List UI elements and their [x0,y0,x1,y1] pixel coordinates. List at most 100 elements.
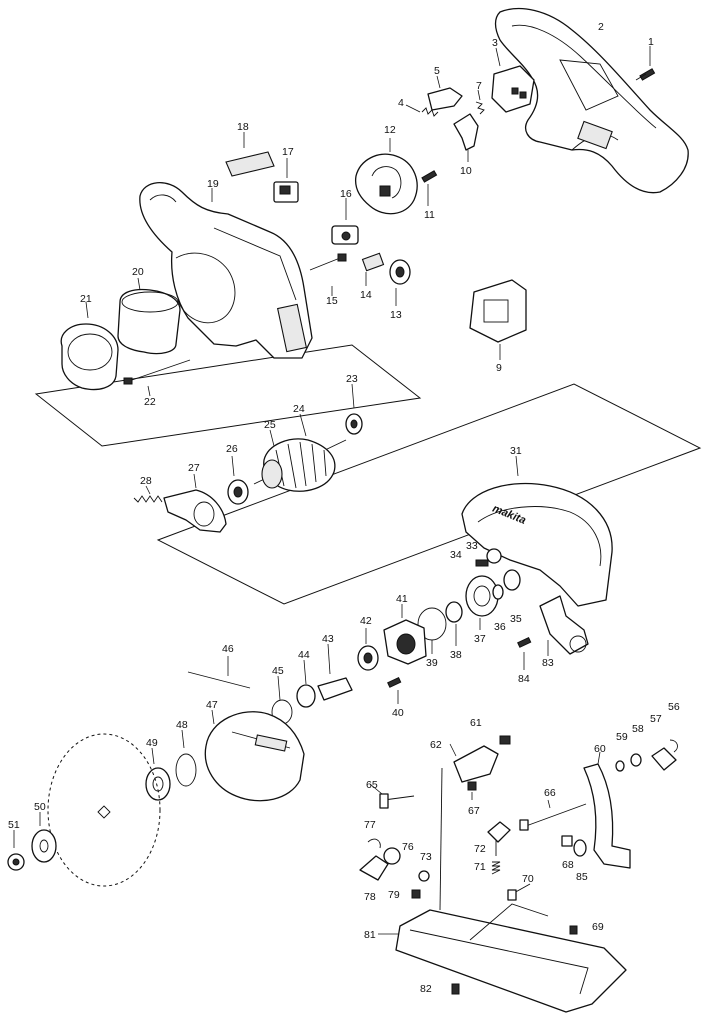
callout-33: 33 [466,540,478,552]
callout-84: 84 [518,673,530,685]
bearing-42 [357,628,379,671]
callout-14: 14 [360,289,372,301]
callout-48: 48 [176,719,188,731]
callout-34: 34 [450,549,462,561]
callout-17: 17 [282,146,294,158]
front-ring [60,301,119,391]
dust-nozzle [539,595,589,656]
callout-1: 1 [648,36,654,48]
connector [273,158,299,203]
screw-15 [309,253,347,296]
brush-holder [331,198,359,245]
callout-79: 79 [388,889,400,901]
screw-40 [387,676,402,704]
callout-49: 49 [146,737,158,749]
callout-16: 16 [340,188,352,200]
baffle-plate [163,473,227,533]
callout-24: 24 [293,403,305,415]
callout-39: 39 [426,657,438,669]
base-plate [378,903,627,1013]
callout-4: 4 [398,97,404,109]
callout-13: 13 [390,309,402,321]
switch-trigger [453,113,479,162]
callout-44: 44 [298,649,310,661]
callout-78: 78 [364,891,376,903]
o-ring [417,607,447,654]
bolt-65 [369,783,415,809]
callout-57: 57 [650,713,662,725]
callout-66: 66 [544,787,556,799]
motor-end-cover [354,138,418,215]
callout-50: 50 [34,801,46,813]
inner-flange [145,747,171,801]
spring-28 [133,485,163,503]
callout-31: 31 [510,445,522,457]
screw-61 [499,735,511,745]
callout-72: 72 [474,843,486,855]
saw-blade [47,733,161,887]
callout-85: 85 [576,871,588,883]
callout-46: 46 [222,643,234,655]
pin-rod [187,656,251,689]
callout-10: 10 [460,165,472,177]
callout-70: 70 [522,873,534,885]
callout-41: 41 [396,593,408,605]
callout-11: 11 [424,209,435,221]
bevel-bracket [439,743,499,911]
depth-guide [583,751,631,869]
callout-42: 42 [360,615,372,627]
callout-73: 73 [420,851,432,863]
callout-28: 28 [140,475,152,487]
screw-22 [123,359,191,397]
outer-flange [31,812,57,863]
callout-7: 7 [476,80,482,92]
parts-33-34 [475,548,502,567]
callout-60: 60 [594,743,606,755]
callout-62: 62 [430,739,442,751]
screw-84 [517,636,532,670]
callout-47: 47 [206,699,218,711]
callout-58: 58 [632,723,644,735]
bearing-38 [445,601,463,646]
callout-81: 81 [364,929,376,941]
safety-guard [204,709,305,802]
callout-35: 35 [510,613,522,625]
callout-25: 25 [264,419,276,431]
callout-2: 2 [598,21,604,33]
spring-71 [491,861,501,875]
armature [253,413,347,492]
gear-housing [383,604,427,665]
callout-56: 56 [668,701,680,713]
callout-27: 27 [188,462,200,474]
depth-lock-parts [615,739,678,772]
callout-77: 77 [364,819,376,831]
callout-5: 5 [434,65,440,77]
parts-68-85 [561,835,587,857]
bolt-66 [519,799,587,831]
battery-terminal [469,279,527,360]
name-plate [225,132,275,177]
parts-73-79 [411,870,430,899]
callout-22: 22 [144,396,156,408]
callout-82: 82 [420,983,432,995]
callout-40: 40 [392,707,404,719]
callout-23: 23 [346,373,358,385]
carbon-brush [361,252,385,286]
ring-48 [175,729,197,787]
callout-45: 45 [272,665,284,677]
lock-lever [427,75,463,111]
callout-67: 67 [468,805,480,817]
callout-9: 9 [496,362,502,374]
bearing-26 [227,455,249,505]
callout-51: 51 [8,819,20,831]
callout-37: 37 [474,633,486,645]
callout-labels: 1 2 3 4 5 7 9 10 11 12 13 14 15 16 17 18… [8,21,680,995]
screw-70 [507,883,531,901]
callout-59: 59 [616,731,628,743]
bevel-lock-lever [359,838,401,881]
callout-68: 68 [562,859,574,871]
motor-assembly-frame [34,344,422,447]
screw-1 [635,46,656,81]
gear-37 [465,575,499,630]
